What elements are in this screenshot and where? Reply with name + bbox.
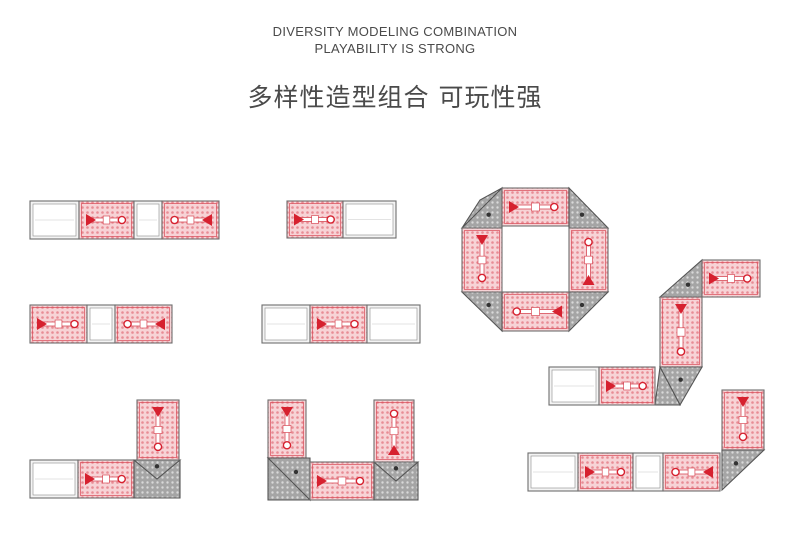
plain-frame-panel (261, 304, 311, 344)
headline-english-line-2: PLAYABILITY IS STRONG (314, 41, 476, 56)
config-straight-2-panel (29, 304, 173, 344)
plain-frame-panel (527, 452, 579, 492)
gray-triangle-connector (461, 187, 503, 229)
pink-seat-panel (136, 399, 180, 461)
plain-frame-panel (342, 200, 397, 239)
gray-triangle-connector (568, 186, 610, 229)
pink-seat-panel (309, 304, 368, 344)
plain-frame-panel (86, 304, 116, 344)
config-straight-3-panel (286, 200, 397, 239)
pink-seat-panel (568, 227, 609, 293)
gray-triangle-connector (658, 258, 703, 298)
gray-triangle-connector (267, 456, 312, 501)
config-straight-4-panel (29, 200, 220, 240)
gray-triangle-connector (654, 365, 681, 406)
plain-frame-panel (366, 304, 421, 344)
pink-seat-panel (701, 259, 761, 298)
config-s-shape (527, 258, 766, 492)
config-l-shape (29, 399, 182, 499)
plain-frame-panel (29, 459, 79, 499)
gray-triangle-connector (460, 291, 503, 333)
pink-seat-panel (78, 200, 135, 240)
pink-seat-panel (77, 459, 135, 499)
plain-frame-panel (29, 200, 80, 240)
plain-frame-panel (632, 452, 664, 492)
pink-seat-panel (662, 452, 721, 492)
gray-triangle-connector (568, 291, 610, 333)
config-u-shape (266, 399, 420, 502)
pink-seat-panel (721, 389, 765, 451)
pink-seat-panel (286, 200, 344, 239)
pink-seat-panel (501, 187, 570, 227)
pink-seat-panel (373, 399, 415, 463)
gray-triangle-connector (721, 449, 766, 492)
plain-frame-panel (548, 366, 600, 406)
headline-english-line-1: DIVERSITY MODELING COMBINATION (272, 24, 518, 39)
pink-seat-panel (309, 461, 375, 501)
pink-seat-panel (577, 452, 634, 492)
pink-seat-panel (461, 227, 503, 293)
pink-seat-panel (114, 304, 173, 344)
pink-seat-panel (659, 296, 703, 368)
config-octagon-ring (460, 186, 610, 333)
headline-chinese-title: 多样性造型组合 可玩性强 (247, 83, 543, 112)
pink-seat-panel (598, 366, 656, 406)
pink-seat-panel (29, 304, 88, 344)
plain-frame-panel (133, 200, 163, 240)
config-straight-3-panel-centered (261, 304, 421, 344)
pink-seat-panel (267, 399, 307, 459)
pink-seat-panel (501, 291, 570, 332)
pink-seat-panel (161, 200, 220, 240)
